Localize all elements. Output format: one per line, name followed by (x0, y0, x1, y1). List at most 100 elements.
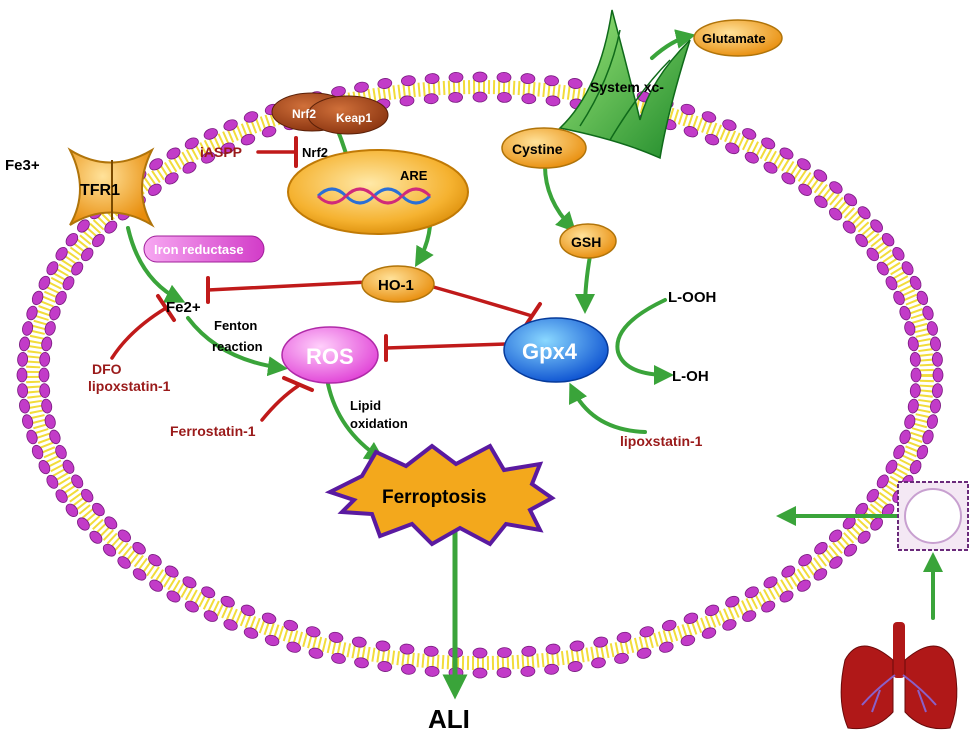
phospholipid-head (80, 247, 94, 262)
phospholipid-head (203, 610, 218, 622)
phospholipid-head (639, 626, 655, 638)
phospholipid-head (497, 91, 512, 103)
phospholipid-head (184, 600, 199, 613)
phospholipid-head (909, 460, 922, 475)
phospholipid-head (240, 133, 256, 146)
phospholipid-head (17, 352, 29, 367)
phospholipid-head (909, 275, 922, 290)
gpx4-label: Gpx4 (522, 339, 578, 364)
phospholipid-head (829, 181, 843, 194)
phospholipid-head (907, 336, 919, 352)
phospholipid-head (857, 530, 871, 544)
phospholipid-head (77, 219, 90, 233)
phospholipid-head (423, 645, 439, 657)
cystine-node (501, 127, 587, 169)
phospholipid-head (148, 554, 162, 567)
phospholipid-head (399, 643, 415, 655)
cystine-label: Cystine (512, 141, 563, 157)
phospholipid-head (893, 290, 905, 306)
nrf2-keap1-complex (271, 92, 389, 135)
phospholipid-head (164, 565, 179, 578)
system-xc-label: System xc- (590, 79, 664, 95)
phospholipid-head (19, 336, 30, 352)
phospholipid-head (55, 290, 67, 306)
arrow-ros-to-ferroptosis (326, 382, 385, 462)
phospholipid-head (331, 652, 346, 664)
system-xc-transporter (558, 9, 691, 160)
phospholipid-head (763, 576, 778, 589)
phospholipid-head (761, 600, 776, 613)
gpx4-node (503, 317, 609, 383)
phospholipid-head (901, 261, 914, 276)
tfr1-label: TFR1 (80, 182, 120, 199)
inhibit-ho1-fe2 (206, 280, 370, 292)
phospholipid-head (904, 321, 916, 336)
phospholipid-head (725, 595, 740, 608)
phospholipid-head (148, 183, 162, 196)
phospholipid-head (424, 73, 440, 85)
phospholipid-head (496, 71, 512, 83)
arrow-fe2-to-ros (186, 316, 288, 377)
phospholipid-head (659, 641, 674, 653)
phospholipid-head (843, 543, 858, 557)
phospholipid-head (401, 663, 416, 675)
phospholipid-head (683, 612, 699, 624)
phospholipid-head (496, 667, 512, 679)
glutamate-node (693, 19, 783, 57)
phospholipid-head (80, 488, 94, 503)
phospholipid-head (44, 414, 56, 429)
phospholipid-head (377, 78, 393, 89)
phospholipid-head (881, 232, 895, 247)
arrow-xc-to-glutamate (650, 29, 696, 60)
phospholipid-head (661, 619, 677, 632)
phospholipid-head (38, 460, 51, 475)
phospholipid-head (843, 193, 858, 207)
membrane-outer-heads (16, 71, 944, 679)
phospholipid-head (904, 414, 916, 429)
phospholipid-head (55, 489, 68, 504)
phospholipid-head (857, 206, 871, 220)
phospholipid-head (472, 91, 488, 103)
phospholipid-head (797, 579, 811, 592)
phospholipid-head (89, 530, 103, 544)
phospholipid-head (798, 183, 812, 196)
phospholipid-head (932, 367, 944, 383)
phospholipid-head (829, 207, 843, 221)
phospholipid-head (46, 261, 59, 276)
phospholipid-head (744, 151, 759, 164)
ferrostatin-label: Ferrostatin-1 (170, 423, 256, 439)
keap1-label: Keap1 (336, 111, 372, 125)
phospholipid-head (261, 612, 277, 624)
phospholipid-head (909, 352, 921, 367)
phospholipid-head (22, 321, 34, 336)
phospholipid-head (132, 568, 147, 581)
phospholipid-head (779, 147, 794, 160)
phospholipid-head (797, 158, 811, 171)
phospholipid-head (201, 151, 216, 164)
phospholipid-head (308, 647, 324, 659)
lung-icon (840, 622, 958, 730)
ho1-label: HO-1 (378, 277, 414, 294)
nucleus (287, 149, 469, 235)
phospholipid-head (814, 195, 828, 208)
phospholipid-head (704, 133, 720, 146)
phospholipid-head (885, 459, 898, 474)
ho1-node (361, 265, 435, 303)
inhibit-dfo-fe2 (110, 306, 168, 360)
phospholipid-head (916, 444, 929, 460)
phospholipid-head (725, 142, 740, 155)
phospholipid-head (909, 383, 921, 398)
phospholipid-head (521, 645, 537, 657)
pathway-connectors (110, 29, 943, 700)
iron-reductase-node (143, 235, 265, 263)
oxidation-label: oxidation (350, 416, 408, 431)
are-label: ARE (400, 168, 428, 183)
phospholipid-head (926, 414, 938, 429)
lipoxstatin-left-label: lipoxstatin-1 (88, 378, 171, 394)
phospholipid-head (680, 103, 696, 116)
phospholipid-head (931, 352, 943, 367)
phospholipid-head (149, 158, 163, 171)
cell-membrane (16, 71, 944, 679)
phospholipid-head (813, 568, 828, 581)
phospholipid-head (916, 290, 929, 306)
